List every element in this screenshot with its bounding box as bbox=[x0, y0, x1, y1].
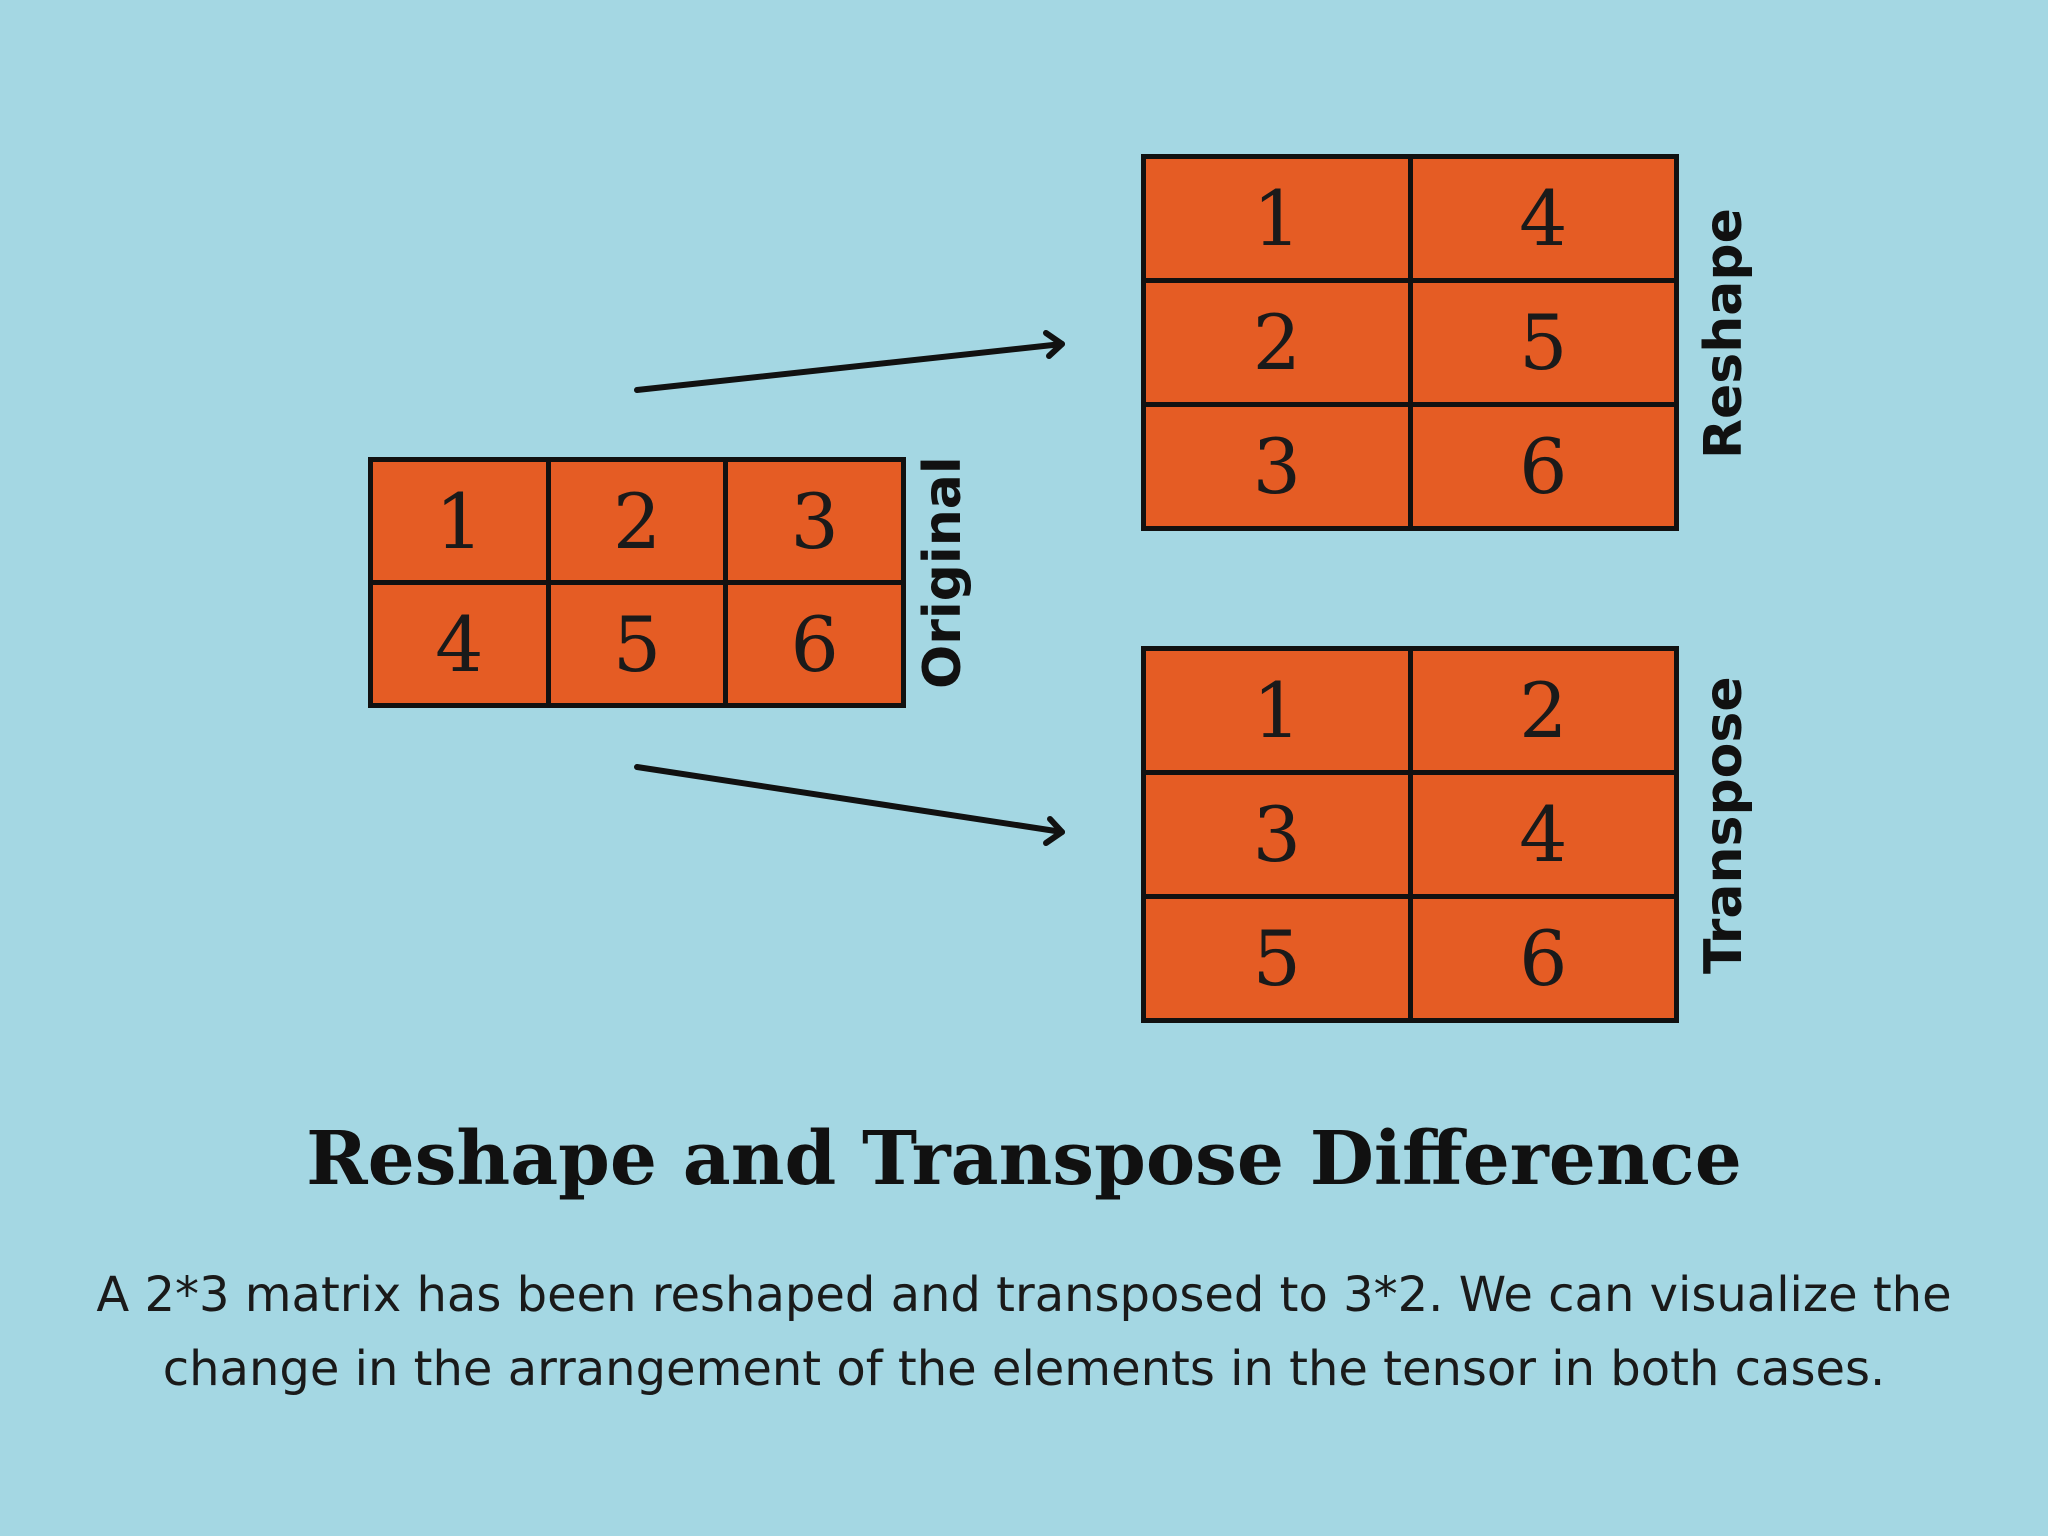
matrix-cell: 5 bbox=[550, 585, 724, 703]
reshape-matrix: 1 4 2 5 3 6 bbox=[1141, 154, 1679, 531]
description-line-2: change in the arrangement of the element… bbox=[162, 1341, 1886, 1397]
arrow-to-transpose bbox=[634, 764, 1065, 846]
matrix-cell: 4 bbox=[1412, 159, 1674, 278]
original-matrix: 1 2 3 4 5 6 bbox=[368, 457, 906, 708]
matrix-cell: 3 bbox=[728, 462, 901, 580]
matrix-cell: 1 bbox=[1146, 159, 1408, 278]
matrix-cell: 2 bbox=[550, 462, 724, 580]
matrix-cell: 4 bbox=[373, 585, 546, 703]
matrix-cell: 6 bbox=[1412, 407, 1674, 526]
matrix-cell: 2 bbox=[1146, 283, 1408, 402]
page-title: Reshape and Transpose Difference bbox=[306, 1116, 1742, 1202]
matrix-cell: 1 bbox=[373, 462, 546, 580]
matrix-cell: 2 bbox=[1412, 651, 1674, 770]
matrix-cell: 6 bbox=[1412, 899, 1674, 1018]
matrix-cell: 5 bbox=[1412, 283, 1674, 402]
transpose-label: Transpose bbox=[1694, 676, 1754, 974]
matrix-cell: 4 bbox=[1412, 775, 1674, 894]
description-text: A 2*3 matrix has been reshaped and trans… bbox=[40, 1258, 2008, 1406]
matrix-cell: 5 bbox=[1146, 899, 1408, 1018]
matrix-cell: 1 bbox=[1146, 651, 1408, 770]
arrow-to-reshape bbox=[634, 330, 1065, 393]
description-line-1: A 2*3 matrix has been reshaped and trans… bbox=[96, 1267, 1952, 1323]
transpose-matrix: 1 2 3 4 5 6 bbox=[1141, 646, 1679, 1023]
matrix-cell: 3 bbox=[1146, 775, 1408, 894]
matrix-cell: 6 bbox=[728, 585, 901, 703]
matrix-cell: 3 bbox=[1146, 407, 1408, 526]
reshape-label: Reshape bbox=[1694, 208, 1754, 459]
original-label: Original bbox=[913, 456, 973, 689]
